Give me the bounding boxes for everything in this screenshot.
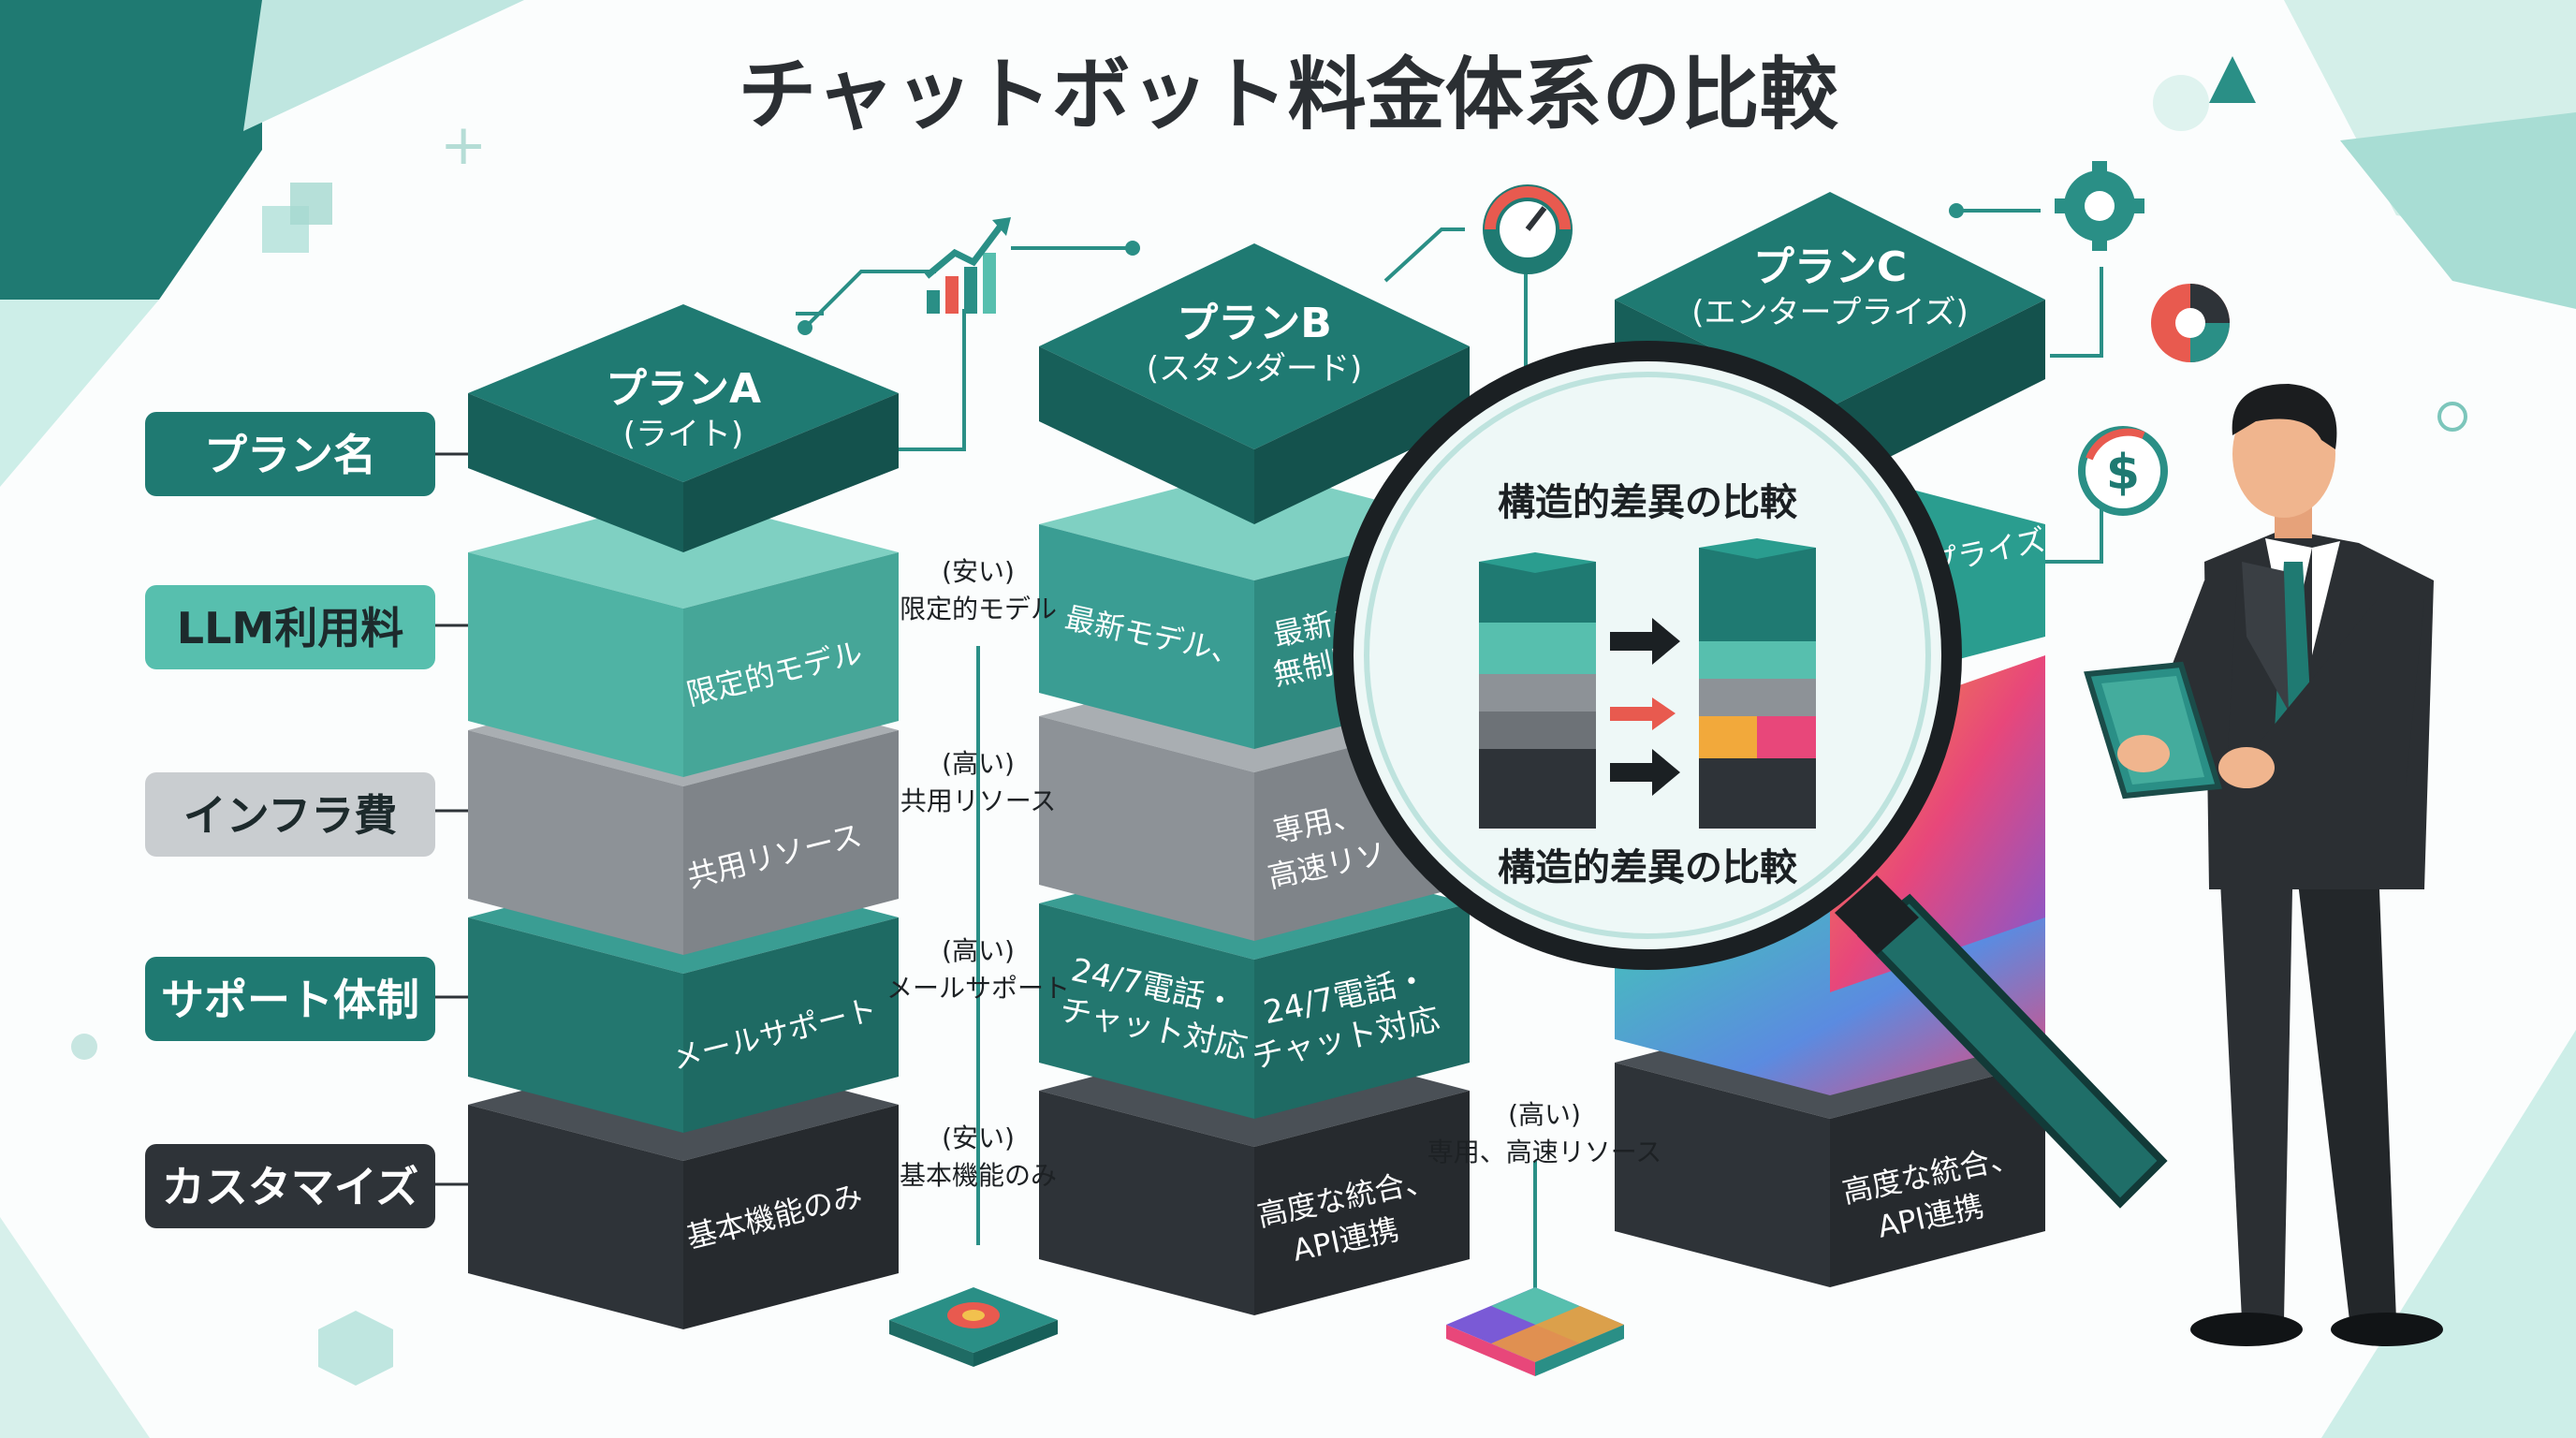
- mini-stack-right: [1699, 538, 1816, 829]
- plan-c-sub: (エンタープライズ): [1691, 294, 1968, 331]
- plan-c-name: プランC: [1753, 243, 1907, 291]
- annotation-text: メールサポート: [886, 973, 1070, 1004]
- plan-a-name: プランA: [606, 365, 761, 413]
- dollar-icon: $: [2078, 426, 2168, 516]
- row-label-support: サポート体制: [145, 957, 435, 1041]
- annotation-level: (安い): [942, 556, 1015, 587]
- connector-lines: [796, 209, 2103, 1311]
- mini-stack-left: [1479, 552, 1596, 829]
- row-label-infra: インフラ費: [145, 772, 435, 857]
- plan-a-sub: (ライト): [623, 416, 744, 453]
- annotation-text: 共用リソース: [900, 785, 1057, 816]
- businessman-illustration: [2084, 384, 2443, 1346]
- gear-icon: [2055, 161, 2144, 251]
- annotation-level: (高い): [942, 935, 1015, 966]
- magnifying-glass-icon: 構造的差異の比較 構造的差異の比較: [1333, 341, 2168, 1209]
- base-tile-color: [1446, 1287, 1624, 1376]
- annotation-text: 基本機能のみ: [900, 1160, 1057, 1191]
- plan-b-sub: (スタンダード): [1147, 350, 1363, 388]
- row-label-text: カスタマイズ: [162, 1162, 419, 1212]
- gauge-icon: [1483, 184, 1573, 274]
- growth-chart-icon: [924, 217, 1011, 314]
- row-label-plan-name: プラン名: [145, 412, 435, 496]
- row-label-custom: カスタマイズ: [145, 1144, 435, 1228]
- annotation-text: 限定的モデル: [900, 594, 1057, 624]
- row-label-text: サポート体制: [161, 975, 419, 1025]
- row-label-text: インフラ費: [183, 790, 398, 841]
- svg-text:+: +: [440, 112, 487, 178]
- row-label-llm: LLM利用料: [145, 585, 435, 669]
- svg-text:$: $: [2106, 445, 2140, 501]
- arrow-icon: [1610, 618, 1680, 796]
- base-tile-chart: [889, 1287, 1058, 1367]
- plan-b-name: プランB: [1177, 300, 1332, 347]
- magnifier-caption: 構造的差異の比較: [1498, 846, 1798, 889]
- page-title: チャットボット料金体系の比較: [738, 49, 1838, 140]
- row-label-text: プラン名: [204, 430, 376, 480]
- plan-a-stack: プランA (ライト) 限定的モデル 共用リソース メールサポート 基本機能のみ: [468, 304, 899, 1329]
- pie-chart-icon: [2151, 284, 2230, 362]
- row-labels: プラン名 LLM利用料 インフラ費 サポート体制 カスタマイズ: [145, 412, 515, 1228]
- annotation-level: (安い): [942, 1123, 1015, 1153]
- magnifier-title: 構造的差異の比較: [1498, 481, 1798, 524]
- annotations: (安い) 限定的モデル (高い) 共用リソース (高い) メールサポート (安い…: [886, 556, 1661, 1191]
- annotation-level: (高い): [942, 748, 1015, 779]
- row-label-text: LLM利用料: [177, 603, 403, 653]
- annotation-level: (高い): [1508, 1099, 1581, 1130]
- annotation-text: 専用、高速リソース: [1427, 1137, 1662, 1167]
